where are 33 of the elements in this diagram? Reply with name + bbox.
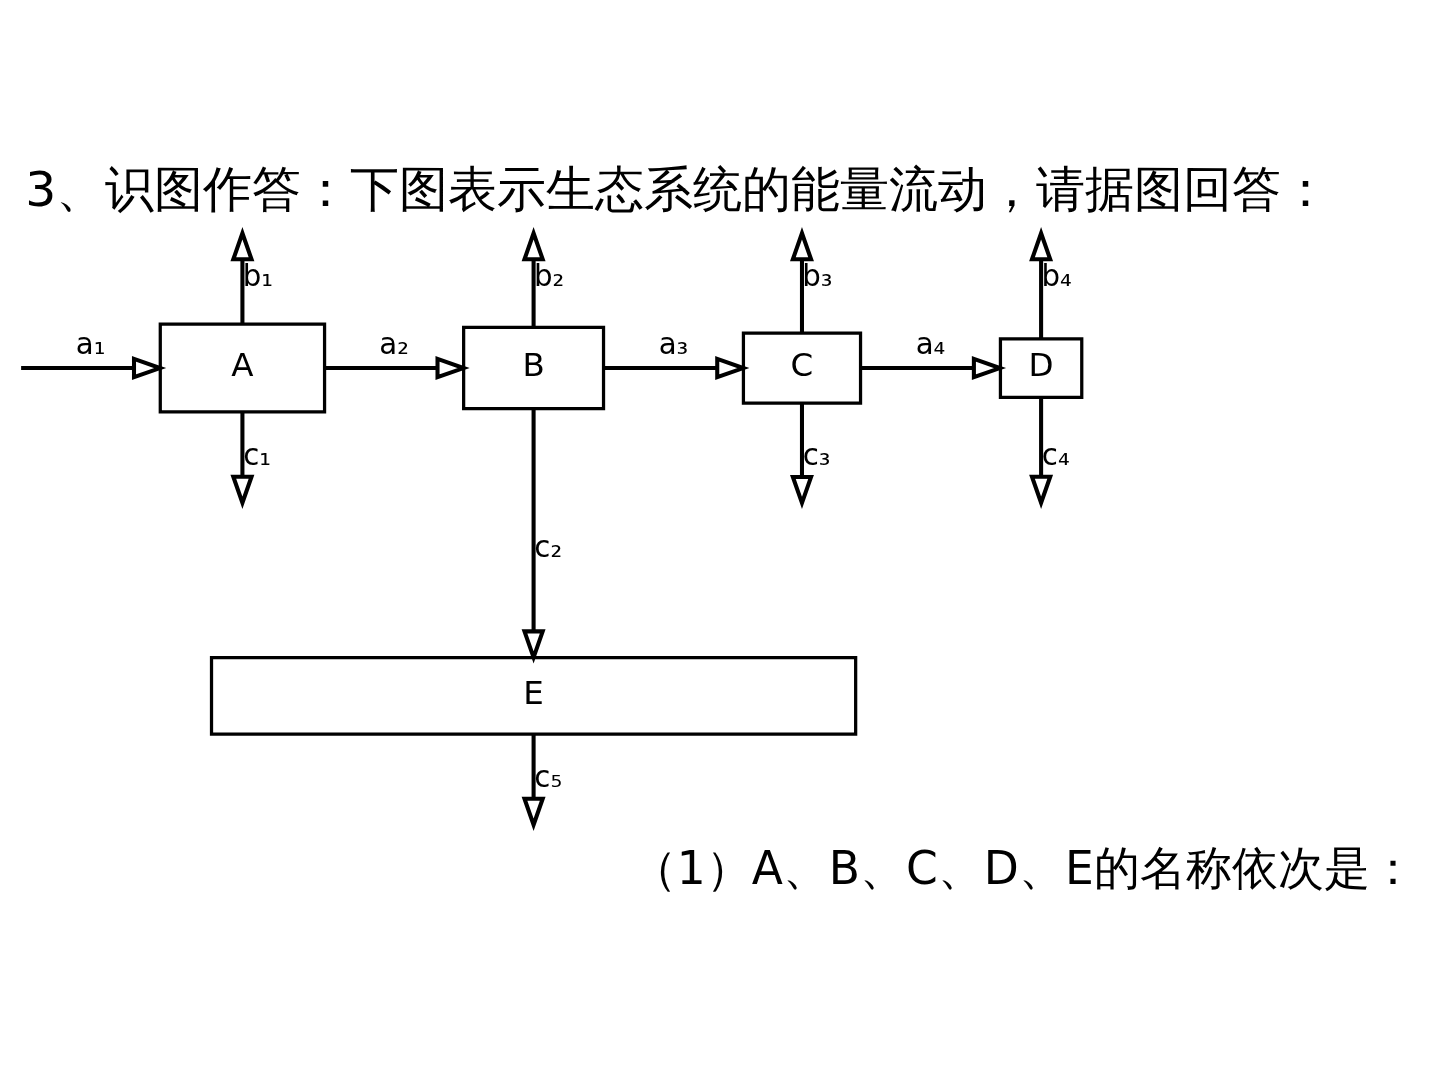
label: （1）A、B、C、D、E的名称依次是： bbox=[630, 841, 1416, 895]
arrow bbox=[1029, 397, 1054, 509]
arrow bbox=[790, 403, 814, 510]
node-box: C bbox=[741, 331, 863, 405]
arrow bbox=[861, 356, 1007, 381]
arrow bbox=[521, 734, 546, 831]
edge-label: b₁ bbox=[242, 258, 274, 293]
edge-label: a₃ bbox=[658, 327, 689, 362]
edge-label: b₃ bbox=[802, 258, 833, 293]
edge-label: b₄ bbox=[1041, 258, 1072, 293]
arrow bbox=[230, 227, 255, 325]
edge-label: a₂ bbox=[379, 327, 409, 362]
arrow bbox=[521, 227, 546, 327]
arrow bbox=[1029, 227, 1054, 339]
node-box: B bbox=[462, 325, 606, 411]
arrow bbox=[521, 408, 546, 664]
edge-label: c₅ bbox=[534, 759, 563, 794]
edge-label: c₃ bbox=[802, 437, 831, 472]
node-box: D bbox=[998, 337, 1084, 399]
edge-label: b₂ bbox=[533, 258, 565, 293]
node-box: E bbox=[209, 656, 858, 736]
arrow bbox=[790, 227, 814, 333]
edge-label: c₂ bbox=[534, 530, 563, 565]
edge-label: c₁ bbox=[243, 437, 271, 472]
edge-label: a₁ bbox=[75, 327, 106, 362]
arrow bbox=[604, 356, 750, 381]
node-box: A bbox=[158, 322, 327, 414]
diagram-title: 3、识图作答：下图表示生态系统的能量流动，请据图回答： bbox=[25, 161, 1331, 219]
edge-label: a₄ bbox=[915, 327, 946, 362]
arrow bbox=[325, 356, 470, 381]
arrow bbox=[21, 356, 167, 381]
edge-label: c₄ bbox=[1041, 437, 1070, 472]
arrow bbox=[230, 412, 255, 509]
